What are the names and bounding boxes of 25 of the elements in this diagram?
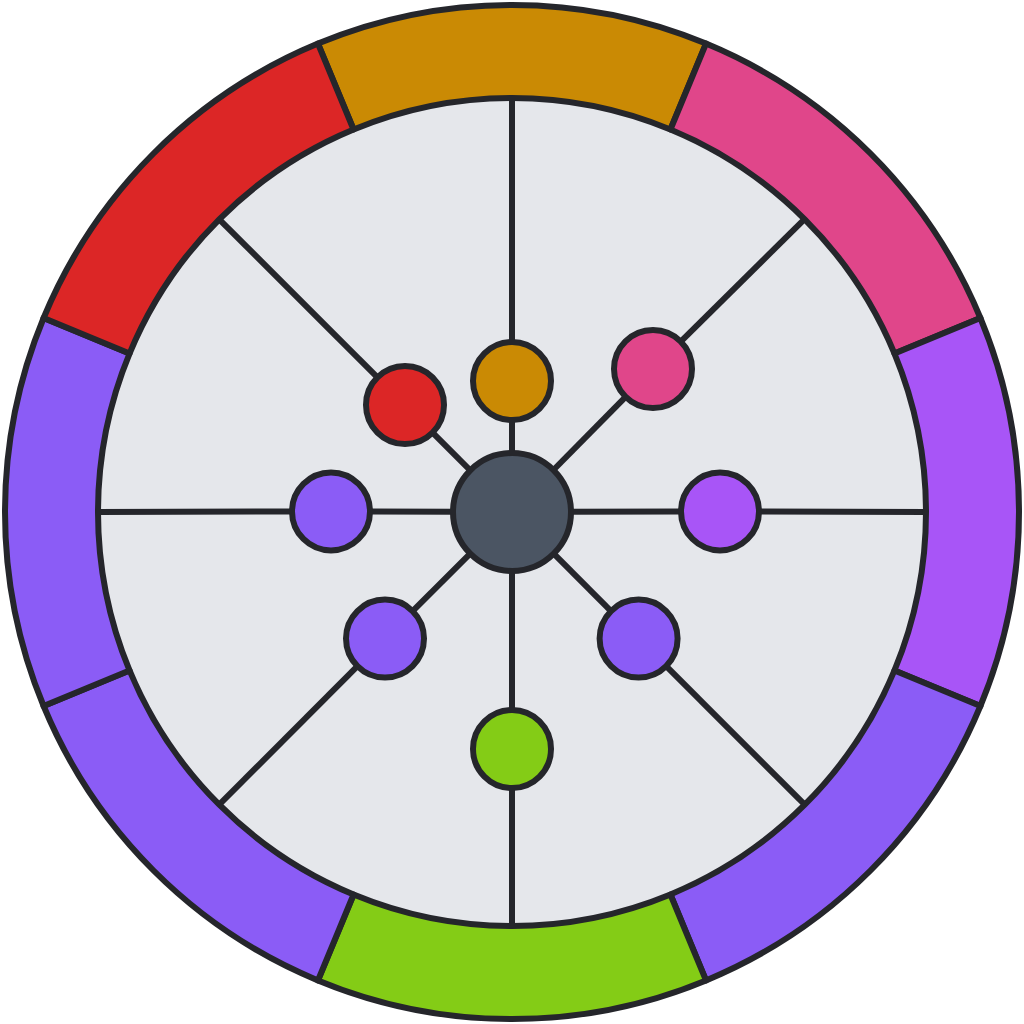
spoke-line (509, 98, 515, 342)
spoke-line (678, 216, 807, 344)
spoke-line (98, 508, 292, 515)
ring-segment (40, 667, 357, 984)
ring-segment (315, 2, 709, 133)
spoke-line (551, 551, 614, 614)
spoke-line (759, 508, 926, 515)
hub-circle (450, 450, 574, 574)
spoke-line (509, 788, 515, 926)
ring-segment (667, 667, 984, 984)
spoke-line (509, 420, 515, 453)
ring-segment (2, 315, 133, 709)
ring-segment (315, 891, 709, 1022)
spoke-line (217, 664, 360, 807)
spoke-line (410, 551, 473, 614)
ring-segment (667, 40, 984, 357)
spoke-line (370, 508, 453, 515)
spoke-line (571, 508, 681, 515)
spoke-line (217, 217, 380, 380)
spoke-line (551, 394, 628, 473)
spoke-line (664, 664, 807, 807)
spoke-line (509, 571, 515, 710)
ring-segment (891, 315, 1022, 709)
ring-segment (40, 40, 357, 357)
spoke-line (430, 430, 473, 473)
